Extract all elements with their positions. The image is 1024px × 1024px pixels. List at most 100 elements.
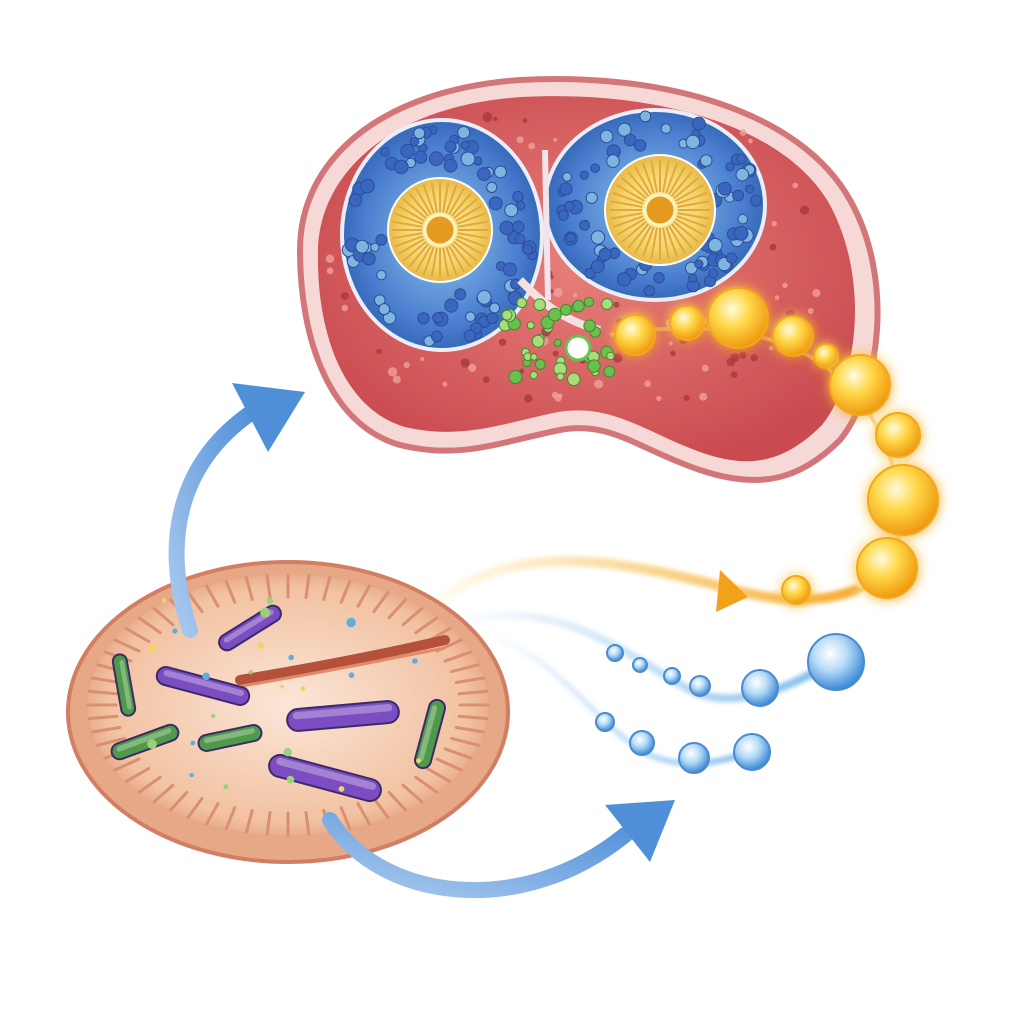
- gut-villus: [339, 806, 352, 831]
- kidney-right-lobe: [543, 108, 767, 302]
- gut-villus: [205, 802, 220, 826]
- gut-villus: [96, 736, 126, 747]
- tissue-dot: [387, 367, 398, 377]
- glomerulus-ray: [650, 227, 658, 260]
- metabolite-speck: [266, 597, 274, 605]
- metabolite-speck: [300, 686, 306, 692]
- glomerulus-ray: [445, 184, 458, 214]
- gut-villus: [265, 574, 272, 600]
- metabolite-speck: [338, 786, 345, 792]
- bacterium-body: [286, 700, 400, 732]
- tissue-dot: [594, 379, 604, 389]
- left-glomerulus-core: [423, 213, 457, 247]
- glomerulus-ray: [415, 245, 432, 273]
- metabolite-speck: [346, 617, 356, 628]
- lobe-cell: [685, 134, 701, 150]
- glomerulus-ray: [455, 238, 483, 255]
- lobe-cell: [376, 269, 387, 281]
- bacterium-body: [268, 753, 382, 803]
- warm-particle: [707, 287, 769, 349]
- tissue-dot: [613, 301, 620, 308]
- gut-villus: [124, 627, 151, 643]
- glomerulus-ray: [627, 223, 650, 249]
- tissue-dot: [516, 136, 524, 144]
- lobe-cell: [599, 129, 614, 144]
- lobe-cell: [460, 140, 470, 150]
- gut-villus: [356, 584, 371, 608]
- hilum-cell: [567, 372, 581, 387]
- glomerulus-ray: [457, 232, 488, 240]
- glomerulus-ray: [673, 220, 699, 243]
- lobe-cell: [348, 193, 363, 207]
- glomerulus-ray: [616, 184, 645, 202]
- tissue-dot: [644, 380, 651, 388]
- warm-particle: [813, 343, 839, 369]
- glomerulus-ray: [397, 205, 425, 222]
- lobe-cell: [457, 126, 471, 139]
- gut-lumen: [88, 575, 488, 835]
- hilum-cell: [606, 351, 615, 361]
- gut-villus: [457, 714, 489, 721]
- tissue-dot: [774, 295, 780, 300]
- glomerulus-ray: [612, 215, 644, 229]
- lobe-cell: [557, 209, 569, 221]
- glomerulus-ray: [456, 212, 486, 225]
- lobe-cell: [736, 153, 747, 165]
- gut-villus: [322, 576, 332, 601]
- hilum-cell: [530, 353, 538, 361]
- lobe-cell: [413, 150, 428, 164]
- gut-tissue: [66, 560, 510, 864]
- lobe-cell: [486, 181, 498, 193]
- glomerulus-ray: [676, 191, 708, 205]
- lobe-cell: [579, 219, 590, 231]
- hilum-bubble: [564, 334, 592, 362]
- glomerulus-ray: [675, 184, 704, 202]
- lobe-cell: [617, 122, 632, 137]
- tissue-dot: [376, 348, 382, 355]
- metabolite-speck: [161, 598, 167, 603]
- gut-villus: [454, 676, 486, 684]
- lobe-cell: [725, 162, 735, 172]
- bacterium-body: [111, 653, 137, 717]
- metabolite-speck: [260, 607, 271, 618]
- tissue-dot: [782, 282, 788, 288]
- bacterium-body: [197, 724, 263, 752]
- gut-villus: [414, 775, 439, 794]
- warm-particle: [772, 315, 814, 357]
- lobe-cell: [598, 247, 612, 261]
- lobe-cell: [443, 158, 458, 173]
- hilum-cell: [587, 359, 601, 373]
- gut-villus: [454, 726, 486, 734]
- tissue-dot: [482, 376, 490, 383]
- warm-particle-chain: [614, 287, 939, 605]
- hilum-cell: [534, 358, 546, 370]
- tissue-dot: [739, 129, 747, 136]
- glomerulus-ray: [665, 226, 679, 258]
- tissue-dot: [553, 137, 558, 142]
- hilum-cell: [526, 321, 535, 330]
- glomerulus-ray: [450, 192, 472, 217]
- metabolite-speck: [280, 684, 284, 689]
- tissue-dot: [522, 118, 528, 123]
- lobe-cell: [750, 194, 762, 207]
- cool-particle: [689, 675, 711, 697]
- gut-villus: [401, 606, 424, 627]
- gut-villus: [387, 598, 408, 620]
- glomerulus-ray: [610, 212, 643, 220]
- metabolite-speck: [286, 775, 295, 784]
- tissue-dot: [460, 358, 470, 368]
- bacterium: [414, 698, 446, 770]
- warm-particle: [875, 412, 921, 458]
- right-glomerulus-core: [643, 193, 677, 227]
- glomerulus-ray: [612, 191, 644, 205]
- tissue-dot: [739, 351, 747, 359]
- left-glomerulus-rays: [392, 182, 488, 278]
- lobe-cell: [460, 151, 476, 167]
- glomerulus-ray: [453, 198, 478, 220]
- glomerulus-ray: [673, 177, 699, 200]
- glomerulus-ray: [457, 220, 488, 228]
- gut-villus: [372, 590, 390, 613]
- glomerulus-ray: [621, 177, 647, 200]
- gut-villus: [87, 714, 119, 721]
- glomerulus-ray: [448, 245, 465, 273]
